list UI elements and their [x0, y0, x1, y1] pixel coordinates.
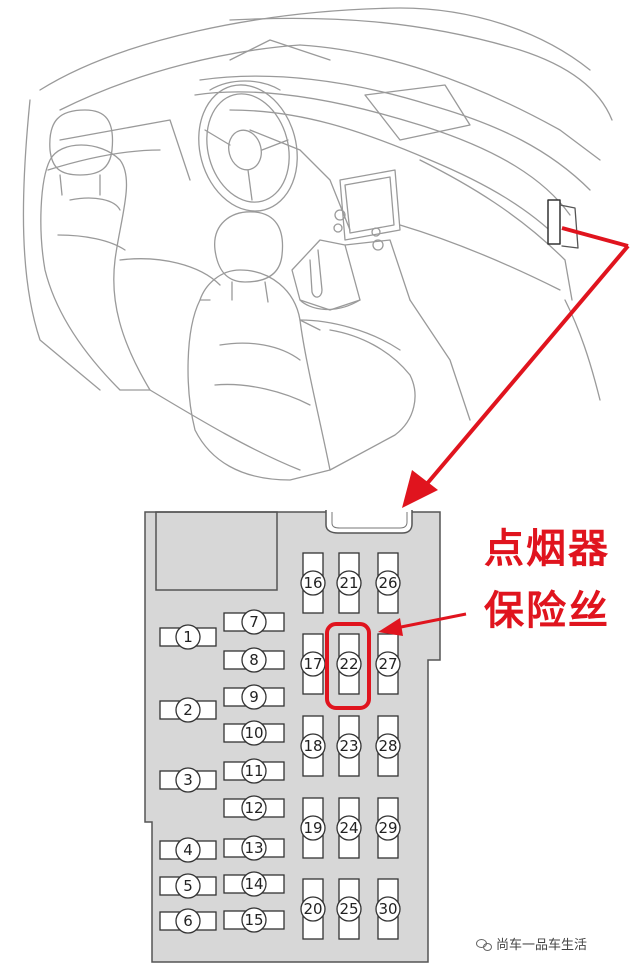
callout-label-line1: 点烟器	[484, 526, 610, 572]
fuse-18-number: 18	[303, 737, 322, 755]
fuse-22-badge	[336, 651, 362, 677]
fuse-10-badge	[241, 720, 267, 746]
watermark: 尚车一品车生活	[476, 934, 587, 953]
fuse-11-number: 11	[244, 762, 263, 780]
panel-notch	[325, 510, 413, 534]
fuse-20-number: 20	[303, 900, 322, 918]
fuse-18-badge	[300, 733, 326, 759]
fuse-25-badge	[336, 896, 362, 922]
fuse-12-badge	[241, 795, 267, 821]
fuse-11-badge	[241, 758, 267, 784]
fuse-13-badge	[241, 835, 267, 861]
fuse-25-number: 25	[339, 900, 358, 918]
fuse-28-number: 28	[378, 737, 397, 755]
fuse-8-badge	[241, 647, 267, 673]
fuse-20-badge	[300, 896, 326, 922]
fuse-21-badge	[336, 570, 362, 596]
fuse-9-badge	[241, 684, 267, 710]
fuse-21-number: 21	[339, 574, 358, 592]
fuse-30-number: 30	[378, 900, 397, 918]
fuse-14-badge	[241, 871, 267, 897]
fuse-28-badge	[375, 733, 401, 759]
wechat-icon	[476, 938, 492, 951]
fuse-27-number: 27	[378, 655, 397, 673]
fuse-15-number: 15	[244, 911, 263, 929]
fuse-2-badge	[175, 697, 201, 723]
fuse-1-badge	[175, 624, 201, 650]
fuse-7-badge	[241, 609, 267, 635]
fuse-3-number: 3	[183, 771, 193, 789]
fuse-10-number: 10	[244, 724, 263, 742]
fuse-26-number: 26	[378, 574, 397, 592]
fuse-12-number: 12	[244, 799, 263, 817]
fuse-17-number: 17	[303, 655, 322, 673]
fuse-6-number: 6	[183, 912, 193, 930]
callout-leader	[402, 226, 630, 508]
fuse-26-badge	[375, 570, 401, 596]
fuse-pointer-arrow	[378, 612, 467, 636]
fuse-14-number: 14	[244, 875, 263, 893]
fuse-9-number: 9	[249, 688, 259, 706]
callout-label-line2: 保险丝	[484, 588, 610, 634]
fuse-8-number: 8	[249, 651, 259, 669]
cigarette-lighter-fuse-highlight	[325, 622, 371, 710]
fuse-15-badge	[241, 907, 267, 933]
fuse-29-badge	[375, 815, 401, 841]
car-interior-illustration	[22, 7, 613, 481]
fuse-19-badge	[300, 815, 326, 841]
fuse-5-badge	[175, 873, 201, 899]
arrow-head-icon	[402, 470, 438, 508]
fuse-19-number: 19	[303, 819, 322, 837]
fuse-4-badge	[175, 837, 201, 863]
fuse-16-badge	[300, 570, 326, 596]
fuse-29-number: 29	[378, 819, 397, 837]
fuse-7-number: 7	[249, 613, 259, 631]
fuse-30-badge	[375, 896, 401, 922]
relay-slot	[155, 511, 278, 591]
watermark-text: 尚车一品车生活	[496, 938, 588, 953]
fuse-23-badge	[336, 733, 362, 759]
fuse-23-number: 23	[339, 737, 358, 755]
fuse-4-number: 4	[183, 841, 193, 859]
fuse-6-badge	[175, 908, 201, 934]
fuse-16-number: 16	[303, 574, 322, 592]
fuse-22-number: 22	[339, 655, 358, 673]
fuse-5-number: 5	[183, 877, 193, 895]
fuse-27-badge	[375, 651, 401, 677]
fuse-24-number: 24	[339, 819, 358, 837]
fuse-13-number: 13	[244, 839, 263, 857]
fuse-1-number: 1	[183, 628, 193, 646]
fuse-2-number: 2	[183, 701, 193, 719]
fuse-24-badge	[336, 815, 362, 841]
fuse-3-badge	[175, 767, 201, 793]
